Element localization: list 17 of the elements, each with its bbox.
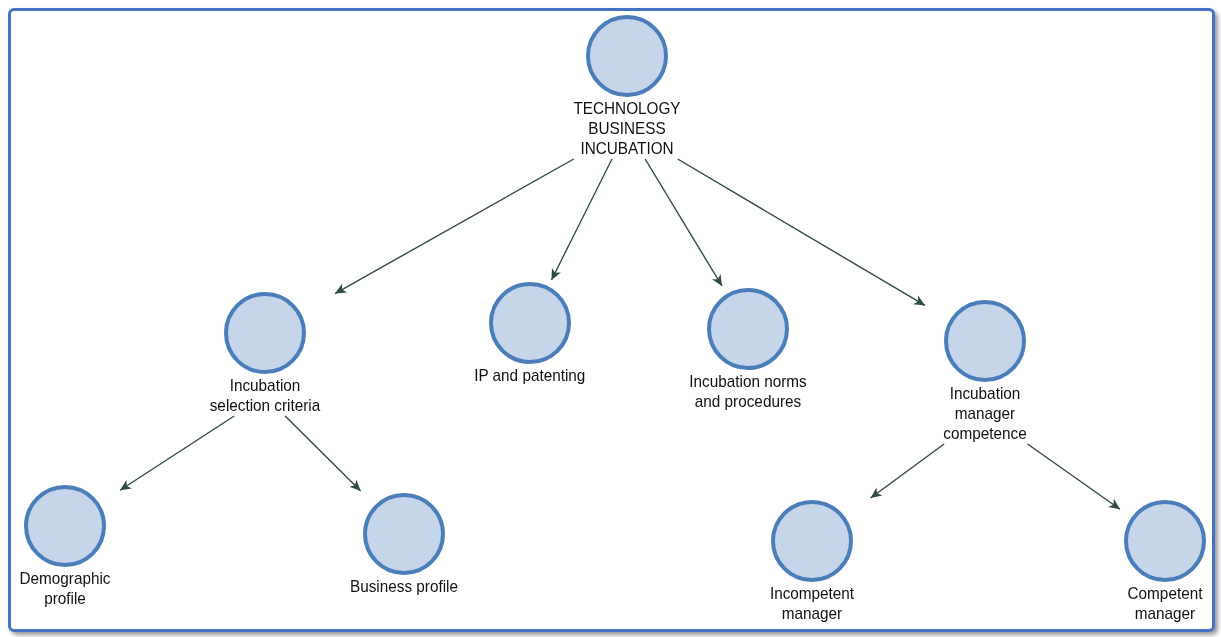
arrow xyxy=(334,158,575,295)
arrow xyxy=(644,158,723,287)
arrow xyxy=(284,415,362,492)
arrow xyxy=(119,415,235,491)
arrow xyxy=(1026,443,1121,510)
arrow xyxy=(869,443,945,499)
arrow xyxy=(676,158,926,307)
node-label: Competent manager xyxy=(1126,584,1204,624)
node-label: IP and patenting xyxy=(474,366,586,386)
node-label: Incubation norms and procedures xyxy=(688,372,808,412)
node-label: Business profile xyxy=(350,577,458,597)
node-label: TECHNOLOGY BUSINESS INCUBATION xyxy=(572,99,682,159)
node-label: Incubation selection criteria xyxy=(208,376,322,416)
node-label: Incubation manager competence xyxy=(942,384,1028,444)
node-label: Demographic profile xyxy=(18,569,112,609)
arrow xyxy=(550,158,613,281)
node-label: Incompetent manager xyxy=(768,584,856,624)
